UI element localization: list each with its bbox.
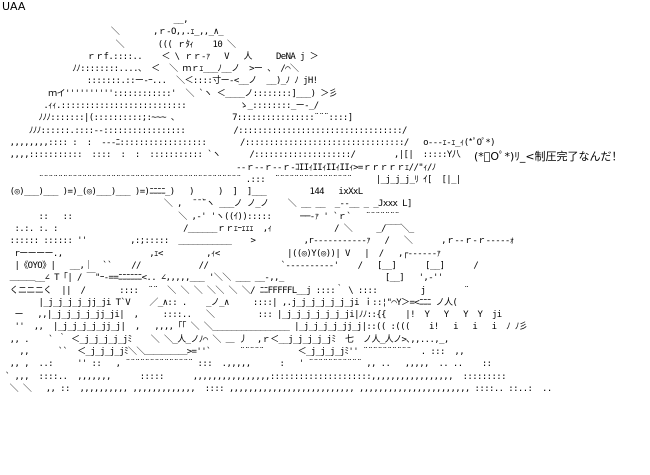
ascii-art-line: (◎)___)___ )=)_(◎)___)___ )=)ﾆﾆﾆﾆ_) ) ) … bbox=[0, 187, 364, 198]
ascii-art-line: :.:. :. : /______ｒｒｪｰｪｪｪ ,ｨ / ＼ _/‾‾‾＼_ bbox=[0, 224, 414, 235]
ascii-art-line: ,,,,::::::::::: :::: : : ::::::::::: `ヽ … bbox=[0, 150, 461, 161]
ascii-art-line: ,,,,,,,,:::: : : ---ﾆ:::::::::::::::::: … bbox=[0, 137, 496, 148]
ascii-art-line: ＼ , ̄ ̄ ̄`ヽ ___ノ ノ_ノ ＼ __ __ _--__ _ _Jx… bbox=[0, 199, 413, 210]
ascii-art-line: ﾉﾉﾉ:::::::|(::::::::::;:~~~ 、 7:::::::::… bbox=[0, 113, 354, 124]
ascii-art-lines: __, ＼ ,ｒ-O,,.ｪ_,,_∧_ ＼ ((( ｒﾀｨ 10 ＼ ｒｒf.… bbox=[0, 15, 552, 394]
ascii-art-line: ｍイ''''''''''::::::::::::' ＼ `ヽ ＜____ノ:::… bbox=[0, 88, 338, 99]
ascii-art-line: ` ,,, ::::.. ,,,,,,, ::::: ,,,,,,,,,,,,,… bbox=[0, 371, 507, 382]
ascii-art-line: rーーーー., ,ｪ< ,ｨ< |((◎)Y(◎))| V | / ,┌‐‐‐‐… bbox=[0, 248, 441, 259]
ascii-art-line: :: :: ＼ ,-' 'ヽ((ｲ))::::: ──‐ｧ ' `ｒ` ¨¨¨¨… bbox=[0, 211, 400, 222]
ascii-art-line: |_j_j_j_j_jj_ji T`V ／_∧:: . _ノ_∧ ::::| ,… bbox=[0, 297, 458, 308]
ascii-art-line: ,, , ..: '' :: , ¨¨¨¨¨¨¨¨¨¨¨¨¨¨ ::: .,,,… bbox=[0, 359, 492, 370]
ascii-art-line: '' ,, |_j_j_j_j_jj_j| , ,,,,「「 ＼ ＼______… bbox=[0, 322, 528, 333]
ascii-art-line: ﾉﾉﾉ::::::.::::--::::::::::::::::: /:::::… bbox=[0, 125, 408, 136]
ascii-art-line: ー ,,|_j_j_j_j_jj_ji| , ::::.. ＼ ::: |_j_… bbox=[0, 310, 502, 321]
ascii-art-line: ＿＿＿__∠ T「| / ￣"ｰ‐==ﾆﾆﾆﾆﾆﾆ<.. ∠,,,,,___ '… bbox=[0, 273, 444, 284]
ascii-art-line: ｒｒf.::::.. ＜ \ ｒｒ-ｧ V 人 DeNA j ＞ bbox=[0, 51, 319, 62]
ascii-art-line: __, bbox=[0, 15, 188, 25]
ascii-art-line: |《OYO》| __,｜ `` // // `‐‐‐‐‐‐‐‐‐‐' / [__… bbox=[0, 260, 479, 271]
ascii-art-line: ¨¨¨¨¨¨¨¨¨¨¨¨¨¨¨¨¨¨¨¨¨¨¨¨¨¨¨¨¨¨¨¨¨¨¨¨¨¨¨¨… bbox=[0, 174, 462, 185]
ascii-art-line: .ｨｨ.:::::::::::::::::::::::::: ゝ_:::::::… bbox=[0, 101, 319, 112]
ascii-art-line: ＼ ＼ ,, :: ,,,,,,,,,, ,,,,,,,,,,,,, :::: … bbox=[0, 383, 553, 394]
page-header-label: UAA bbox=[2, 0, 26, 13]
ascii-art-line: ,, `` ＜_j_j_j_jﾐ＼＼＿＿＿＿＿>=''` ¨¨¨¨¨ ＜_j_j… bbox=[0, 347, 465, 358]
speech-bubble: (*ﾟOﾟ*)ﾘ_<制圧完了なんだ！ bbox=[474, 150, 623, 163]
ascii-art-block: __, ＼ ,ｒ-O,,.ｪ_,,_∧_ ＼ ((( ｒﾀｨ 10 ＼ ｒｒf.… bbox=[0, 14, 650, 475]
ascii-art-line: ,, . ` ｀ ＜_j_j_j_j_jﾐ ＼ ＼_人_ノﾉ⌒ ＼ ＿ 丿 ,ｒ… bbox=[0, 334, 450, 345]
ascii-art-line: :::::: :::::: '' ,:;::::: ___________ > … bbox=[0, 236, 515, 247]
ascii-art-line: くニニニく || / :::: ¨¨ ＼ ＼ ＼ ＼＼ ＼ ＼/ ﾆﾆFFFFF… bbox=[0, 285, 470, 296]
ascii-art-line: ＼ ((( ｒﾀｨ 10 ＼ bbox=[0, 39, 236, 50]
ascii-art-line: ﾉﾉ::::::::....、 ＜ ＼ ｍｒｪ___ﾉ__ノ >ー 、 /⌒＼ bbox=[0, 64, 299, 75]
ascii-art-line: :::::::.::ー-ｰ... ＼＜::::寸ー‐<__ノ __)_ﾉ ﾉ j… bbox=[0, 76, 318, 87]
ascii-art-line: ＼ ,ｒ-O,,.ｪ_,,_∧_ bbox=[0, 27, 224, 38]
ascii-art-line: ‐‐ｒ--ｒ‐-ｒ‐ｺIIｨIIｨIIｨIIｨ>=ｒｒｒｒｒｪ//"ｨ/ﾉ bbox=[0, 162, 436, 173]
